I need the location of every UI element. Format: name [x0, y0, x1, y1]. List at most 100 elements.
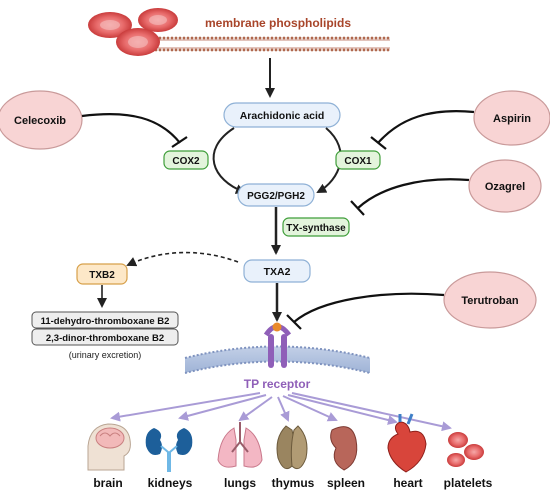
phospholipid-head: [378, 36, 382, 40]
phospholipid-head: [286, 36, 290, 40]
phospholipid-head: [346, 36, 350, 40]
arachidonic-acid-node: Arachidonic acid: [223, 102, 341, 128]
phospholipid-head: [298, 36, 302, 40]
urinary-excretion-note: (urinary excretion): [69, 350, 142, 360]
thymus-icon: [276, 425, 308, 470]
phospholipid-head: [210, 36, 214, 40]
phospholipid-head: [206, 48, 210, 52]
phospholipid-head: [166, 36, 170, 40]
phospholipid-head: [190, 36, 194, 40]
phospholipid-head: [310, 36, 314, 40]
phospholipid-head: [158, 48, 162, 52]
cox1-label: COX1: [344, 156, 372, 167]
phospholipid-head: [338, 48, 342, 52]
phospholipid-head: [378, 48, 382, 52]
phospholipid-head: [162, 36, 166, 40]
phospholipid-head: [230, 48, 234, 52]
phospholipid-head: [270, 36, 274, 40]
phospholipid-head: [218, 36, 222, 40]
phospholipid-head: [170, 36, 174, 40]
txb2-node: TXB2: [76, 263, 128, 285]
phospholipid-head: [326, 36, 330, 40]
phospholipid-head: [358, 36, 362, 40]
cox1-node: COX1: [335, 150, 381, 170]
txa2-node: TXA2: [243, 259, 311, 283]
phospholipid-head: [274, 48, 278, 52]
arachidonic-acid-label: Arachidonic acid: [240, 110, 325, 122]
phospholipid-head: [318, 48, 322, 52]
txb2-label: TXB2: [89, 270, 115, 281]
phospholipid-head: [322, 36, 326, 40]
aspirin-node: Aspirin: [473, 90, 550, 146]
organ-arrows: [110, 392, 452, 432]
phospholipid-head: [162, 48, 166, 52]
phospholipid-head: [262, 36, 266, 40]
phospholipid-head: [242, 36, 246, 40]
phospholipid-head: [306, 36, 310, 40]
phospholipid-head: [386, 36, 390, 40]
red-blood-cells-icon: [88, 8, 178, 56]
phospholipid-head: [362, 36, 366, 40]
phospholipid-head: [318, 36, 322, 40]
ozagrel-label: Ozagrel: [485, 181, 525, 193]
phospholipid-head: [310, 48, 314, 52]
metabolite-box-2: 2,3-dinor-thromboxane B2: [31, 328, 179, 346]
pgg2-node: PGG2/PGH2: [237, 183, 315, 207]
phospholipid-head: [190, 48, 194, 52]
phospholipid-head: [374, 36, 378, 40]
phospholipid-head: [234, 36, 238, 40]
phospholipid-head: [302, 36, 306, 40]
tx-synthase-node: TX-synthase: [282, 217, 350, 237]
metabolite-box-1: 11-dehydro-thromboxane B2: [31, 311, 179, 329]
platelets-icon: [447, 432, 484, 467]
phospholipid-head: [326, 48, 330, 52]
phospholipid-head: [270, 48, 274, 52]
heart-icon: [387, 413, 427, 473]
phospholipid-head: [290, 36, 294, 40]
phospholipid-head: [210, 48, 214, 52]
ozagrel-node: Ozagrel: [468, 159, 542, 213]
phospholipid-head: [206, 36, 210, 40]
phospholipid-head: [202, 48, 206, 52]
metabolite-label-1: 11-dehydro-thromboxane B2: [41, 316, 170, 327]
phospholipid-head: [382, 48, 386, 52]
phospholipid-head: [218, 48, 222, 52]
phospholipid-head: [186, 48, 190, 52]
phospholipid-head: [250, 48, 254, 52]
pgg2-label: PGG2/PGH2: [247, 191, 305, 202]
phospholipid-head: [322, 48, 326, 52]
phospholipid-head: [362, 48, 366, 52]
phospholipid-head: [350, 48, 354, 52]
terutroban-label: Terutroban: [461, 295, 519, 307]
organ-label-brain: brain: [93, 476, 122, 490]
phospholipid-head: [194, 36, 198, 40]
phospholipid-head: [370, 48, 374, 52]
phospholipid-head: [170, 48, 174, 52]
phospholipid-head: [278, 36, 282, 40]
phospholipid-head: [258, 36, 262, 40]
organ-label-kidneys: kidneys: [148, 476, 193, 490]
organ-labels: brain kidneys lungs thymus spleen heart …: [93, 476, 492, 490]
spleen-icon: [330, 426, 358, 471]
phospholipid-head: [174, 48, 178, 52]
phospholipid-head: [214, 36, 218, 40]
phospholipid-head: [238, 36, 242, 40]
phospholipid-head: [222, 36, 226, 40]
phospholipid-head: [234, 48, 238, 52]
phospholipid-head: [182, 36, 186, 40]
phospholipid-head: [366, 36, 370, 40]
organ-label-thymus: thymus: [272, 476, 315, 490]
phospholipid-head: [262, 48, 266, 52]
phospholipid-head: [250, 36, 254, 40]
phospholipid-head: [198, 36, 202, 40]
phospholipid-head: [282, 36, 286, 40]
phospholipid-head: [306, 48, 310, 52]
phospholipid-head: [314, 36, 318, 40]
terutroban-node: Terutroban: [443, 271, 537, 329]
phospholipid-head: [302, 48, 306, 52]
tx-synthase-label: TX-synthase: [286, 223, 346, 234]
cell-membrane: [184, 345, 371, 374]
phospholipid-head: [246, 48, 250, 52]
phospholipid-head: [230, 36, 234, 40]
